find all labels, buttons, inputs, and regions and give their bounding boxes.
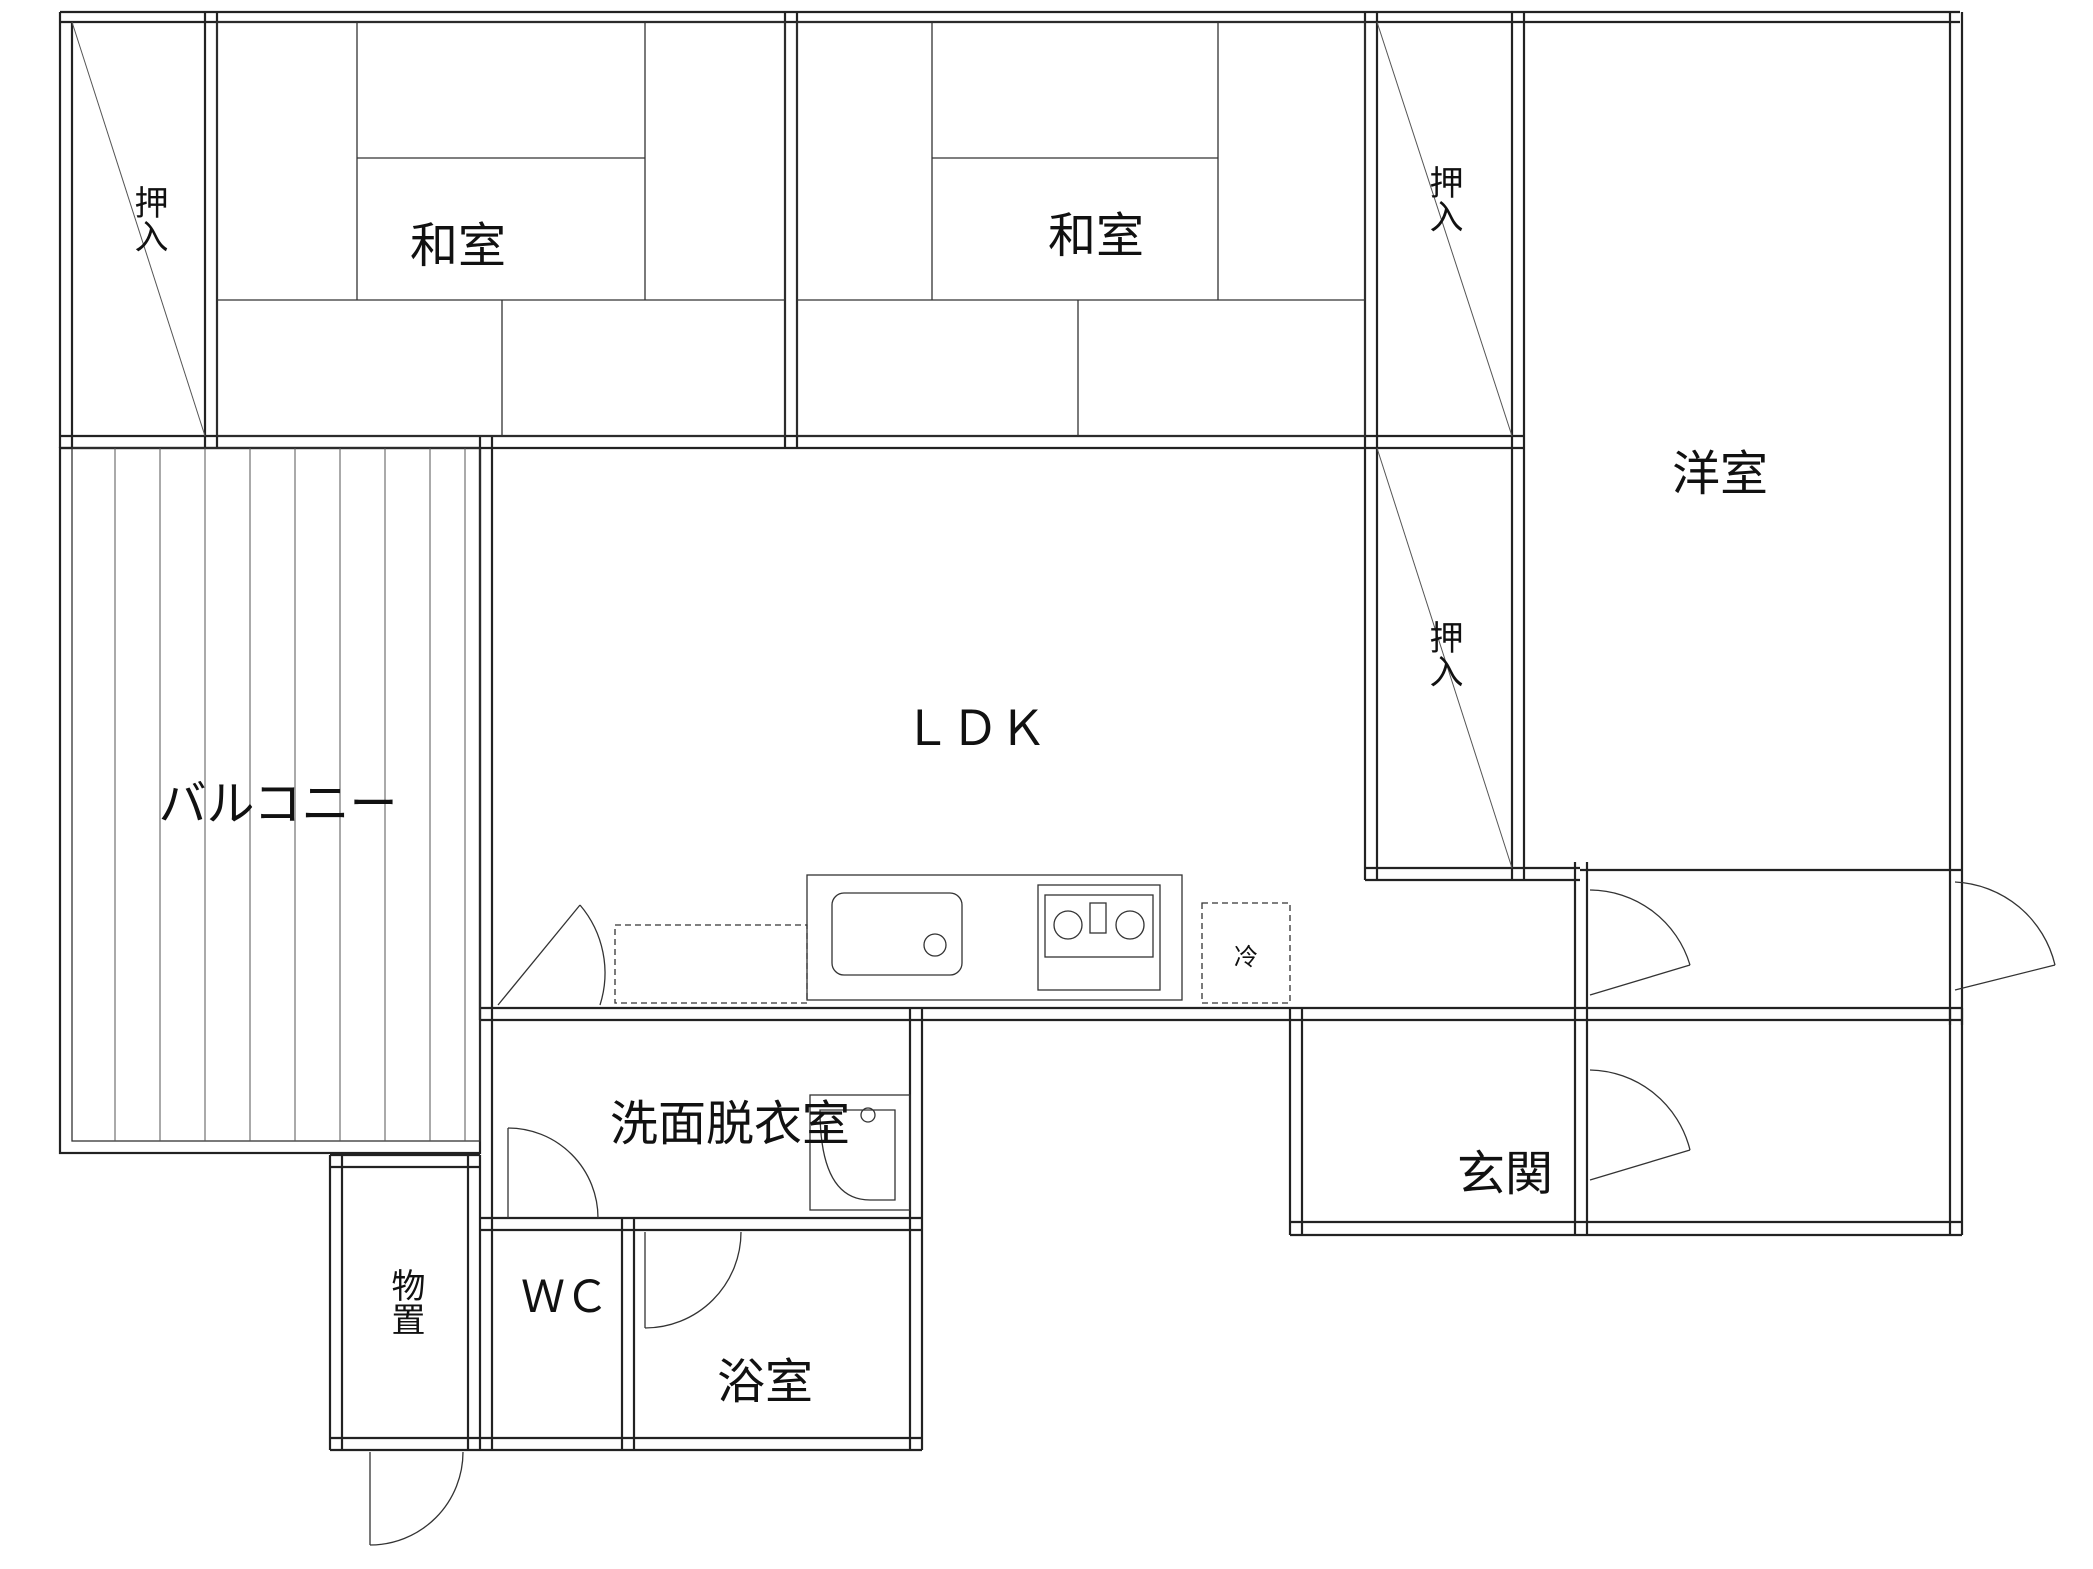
room-label-washitsu-right: 和室 xyxy=(1048,208,1144,264)
room-label-yokushitsu: 浴室 xyxy=(717,1354,813,1410)
room-label-ldk: ＬＤＫ xyxy=(903,701,1047,757)
stove xyxy=(1037,884,1161,991)
balcony xyxy=(58,446,482,1155)
room-label-senmen: 洗面脱衣室 xyxy=(610,1096,850,1152)
kitchen-counter xyxy=(614,874,1291,1004)
room-label-fridge: 冷 xyxy=(1234,943,1258,971)
room-label-oshiire-2: 押入 xyxy=(1423,165,1463,233)
room-labels: 和室 和室 洋室 ＬＤＫ バルコニー 洗面脱衣室 ＷＣ 浴室 玄関 物置 押入 … xyxy=(128,165,1768,1410)
room-label-genkan: 玄関 xyxy=(1457,1146,1553,1202)
room-label-monooki: 物置 xyxy=(385,1268,425,1336)
doors xyxy=(369,881,2056,1546)
fridge-space xyxy=(1201,902,1291,1004)
room-label-balcony: バルコニー xyxy=(158,776,397,832)
sink xyxy=(831,892,963,976)
room-label-youshitsu: 洋室 xyxy=(1672,446,1768,502)
tatami-mats xyxy=(216,21,1366,437)
room-label-washitsu-left: 和室 xyxy=(410,218,506,274)
wash-basin xyxy=(809,1094,911,1211)
closet-diagonals xyxy=(71,21,1513,869)
room-label-oshiire-1: 押入 xyxy=(128,185,168,253)
room-label-oshiire-3: 押入 xyxy=(1423,620,1463,688)
room-label-wc: ＷＣ xyxy=(521,1272,609,1323)
